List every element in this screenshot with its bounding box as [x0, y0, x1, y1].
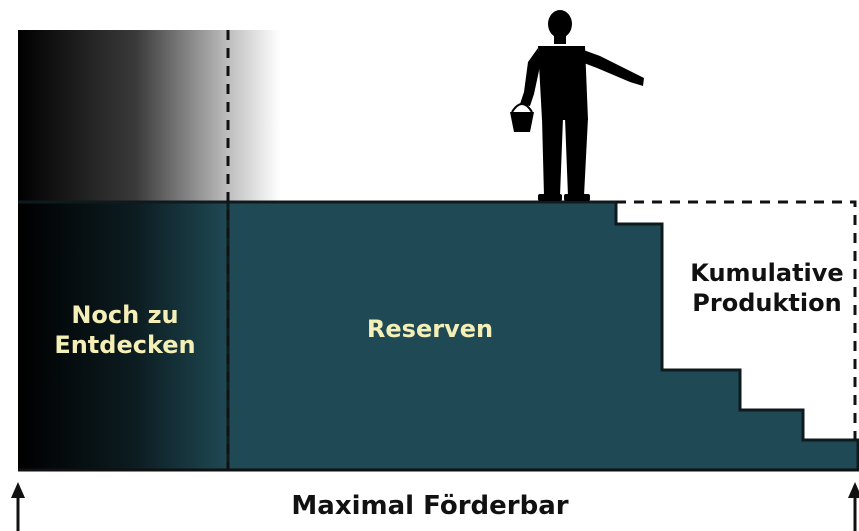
undiscovered-upper-area	[18, 30, 280, 202]
max-recoverable-label: Maximal Förderbar	[291, 491, 569, 521]
reserves-area	[226, 200, 859, 472]
arrow-up-icon	[11, 482, 25, 498]
cumulative-production-label: Kumulative Produktion	[676, 258, 858, 318]
undiscovered-lower-area	[18, 202, 230, 470]
arrow-up-icon	[848, 482, 859, 498]
undiscovered-label-line2: Entdecken	[54, 331, 196, 359]
cumulative-production-line2: Produktion	[692, 289, 842, 317]
person-with-bucket-icon	[510, 10, 644, 201]
undiscovered-label-line1: Noch zu	[71, 301, 179, 329]
undiscovered-label: Noch zu Entdecken	[30, 300, 220, 360]
left-span-arrow	[11, 482, 25, 531]
reserves-label: Reserven	[366, 315, 494, 343]
cumulative-production-line1: Kumulative	[690, 259, 844, 287]
right-span-arrow	[848, 482, 859, 531]
produced-outline	[616, 200, 857, 440]
